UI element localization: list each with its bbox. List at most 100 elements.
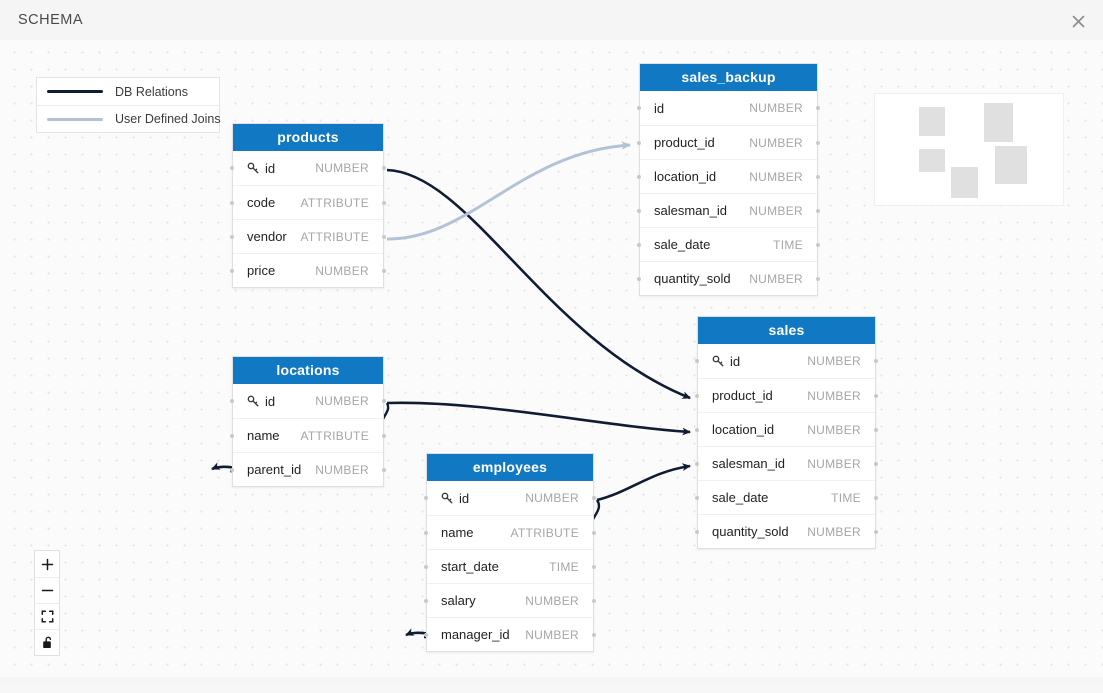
column-port-left[interactable]: [230, 234, 234, 239]
table-title-employees[interactable]: employees: [427, 454, 593, 481]
column-label: sale_date: [712, 490, 769, 505]
column-port-right[interactable]: [592, 632, 596, 637]
column-port-left[interactable]: [230, 399, 234, 403]
column-port-right[interactable]: [874, 529, 878, 534]
column-port-left[interactable]: [424, 632, 428, 637]
column-port-right[interactable]: [592, 530, 596, 535]
table-title-locations[interactable]: locations: [233, 357, 383, 384]
column-name: quantity_sold: [654, 271, 731, 286]
column-label: location_id: [712, 422, 775, 437]
column-port-left[interactable]: [637, 242, 641, 247]
column-port-left[interactable]: [424, 564, 428, 569]
column-port-right[interactable]: [816, 242, 820, 247]
column-port-right[interactable]: [382, 399, 386, 403]
column-port-left[interactable]: [230, 200, 234, 205]
minimap[interactable]: [874, 93, 1064, 206]
column-port-right[interactable]: [874, 393, 878, 398]
column-port-right[interactable]: [592, 598, 596, 603]
zoom-in-button[interactable]: [35, 551, 59, 577]
column-port-left[interactable]: [230, 268, 234, 273]
table-title-sales_backup[interactable]: sales_backup: [640, 64, 817, 91]
column-port-left[interactable]: [695, 529, 699, 534]
column-port-left[interactable]: [695, 359, 699, 363]
column-port-right[interactable]: [592, 496, 596, 500]
column-port-left[interactable]: [230, 433, 234, 438]
column-type: NUMBER: [525, 491, 579, 505]
column-port-right[interactable]: [816, 140, 820, 145]
minus-icon: [41, 589, 53, 592]
fit-to-screen-button[interactable]: [35, 603, 59, 629]
column-port-right[interactable]: [874, 427, 878, 432]
schema-canvas[interactable]: DB Relations User Defined Joins products…: [0, 40, 1103, 685]
column-label: manager_id: [441, 627, 510, 642]
column-port-right[interactable]: [382, 467, 386, 472]
column-type: ATTRIBUTE: [300, 428, 369, 443]
column-port-right[interactable]: [382, 234, 386, 239]
lock-layout-button[interactable]: [35, 629, 59, 655]
column-port-right[interactable]: [874, 359, 878, 363]
column-name: salary: [441, 593, 476, 608]
column-port-left[interactable]: [695, 495, 699, 500]
column-port-right[interactable]: [874, 495, 878, 500]
column-port-left[interactable]: [637, 174, 641, 179]
column-port-right[interactable]: [816, 208, 820, 213]
column-port-left[interactable]: [637, 208, 641, 213]
column-port-right[interactable]: [382, 433, 386, 438]
column-port-right[interactable]: [382, 200, 386, 205]
column-port-left[interactable]: [230, 166, 234, 170]
column-port-left[interactable]: [424, 598, 428, 603]
close-icon[interactable]: [1065, 8, 1091, 34]
column-port-left[interactable]: [424, 530, 428, 535]
column-port-left[interactable]: [695, 393, 699, 398]
column-port-left[interactable]: [637, 140, 641, 145]
table-title-products[interactable]: products: [233, 124, 383, 151]
column-port-right[interactable]: [382, 166, 386, 170]
table-title-sales[interactable]: sales: [698, 317, 875, 344]
column-port-right[interactable]: [816, 174, 820, 179]
column-port-left[interactable]: [695, 461, 699, 466]
column-port-right[interactable]: [816, 106, 820, 110]
column-port-left[interactable]: [230, 467, 234, 472]
column-port-left[interactable]: [637, 276, 641, 281]
column-type: NUMBER: [315, 394, 369, 408]
column-port-left[interactable]: [424, 496, 428, 500]
column-port-right[interactable]: [816, 276, 820, 281]
column-port-left[interactable]: [637, 106, 641, 110]
column-port-right[interactable]: [874, 461, 878, 466]
column-port-right[interactable]: [382, 268, 386, 273]
column-port-right[interactable]: [592, 564, 596, 569]
column-label: product_id: [654, 135, 715, 150]
zoom-out-button[interactable]: [35, 577, 59, 603]
column-port-left[interactable]: [695, 427, 699, 432]
legend-item-user-defined-joins: User Defined Joins: [37, 105, 221, 132]
